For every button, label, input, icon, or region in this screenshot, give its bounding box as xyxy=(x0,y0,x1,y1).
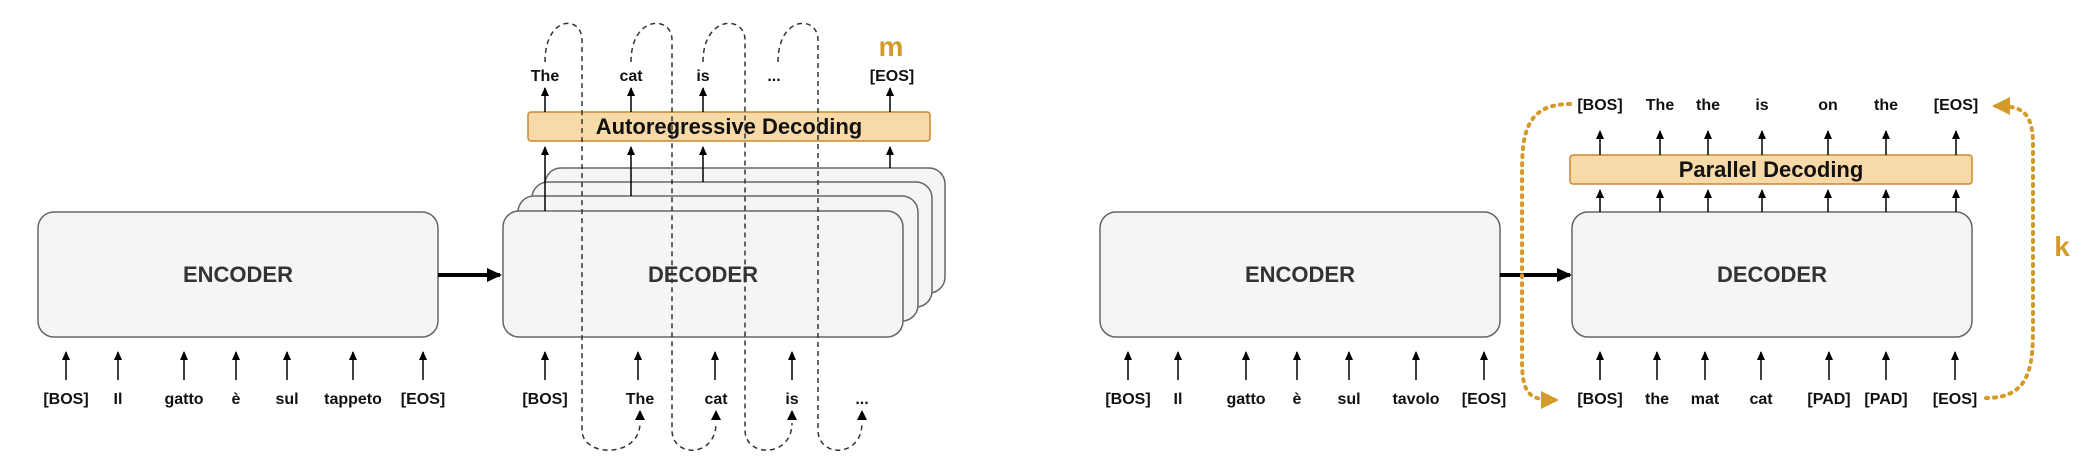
left-decoder-label: DECODER xyxy=(648,262,758,287)
left-feedback-arrowheads xyxy=(635,410,867,420)
right-decoder-input-token: [BOS] xyxy=(1577,391,1622,408)
left-decoder-box xyxy=(502,210,904,338)
right-output-token: is xyxy=(1755,97,1768,114)
right-output-token: [BOS] xyxy=(1577,97,1622,114)
right-encoder-label: ENCODER xyxy=(1245,262,1355,287)
left-outputs: The cat is ... [EOS] xyxy=(531,68,914,112)
left-input-token: è xyxy=(232,391,241,408)
right-decoder-input-token: mat xyxy=(1691,391,1720,408)
left-input-token: tappeto xyxy=(324,391,382,408)
right-decoder-inputs: [BOS] the mat cat [PAD] [PAD] [EOS] xyxy=(1577,351,1977,408)
left-decoder-to-bar-lines xyxy=(541,146,894,211)
right-decoder-input-token: cat xyxy=(1749,391,1773,408)
left-encoder-inputs: [BOS] Il gatto è sul tappeto [EOS] xyxy=(43,351,445,408)
left-encoder-label: ENCODER xyxy=(183,262,293,287)
right-decoder-label: DECODER xyxy=(1717,262,1827,287)
right-input-token: gatto xyxy=(1226,391,1265,408)
right-panel: ENCODER DECODER Parallel Decoding [BOS] … xyxy=(1099,97,2070,409)
left-decoder-input-token: The xyxy=(626,391,655,408)
right-encoder-inputs: [BOS] Il gatto è sul tavolo [EOS] xyxy=(1105,351,1506,408)
left-feedback-loops xyxy=(544,22,863,451)
right-input-token: [BOS] xyxy=(1105,391,1150,408)
right-output-token: the xyxy=(1874,97,1898,114)
right-outputs: [BOS] The the is on the [EOS] xyxy=(1577,97,1978,155)
left-output-token: The xyxy=(531,68,560,85)
right-decoder-to-bar-lines xyxy=(1596,189,1960,212)
autoregressive-decoding-bar xyxy=(527,111,931,142)
left-input-token: gatto xyxy=(164,391,203,408)
left-input-token: sul xyxy=(275,391,298,408)
left-decoder-input-token: cat xyxy=(704,391,728,408)
right-decoder-input-token: the xyxy=(1645,391,1669,408)
left-output-token: [EOS] xyxy=(870,68,914,85)
right-decoder-input-token: [PAD] xyxy=(1864,391,1907,408)
right-decoder-box xyxy=(1571,211,1973,338)
right-input-token: [EOS] xyxy=(1462,391,1506,408)
left-input-token: Il xyxy=(114,391,123,408)
left-output-token: ... xyxy=(767,68,780,85)
right-output-token: [EOS] xyxy=(1934,97,1978,114)
right-output-token: the xyxy=(1696,97,1720,114)
right-input-token: sul xyxy=(1337,391,1360,408)
left-decoder-inputs: [BOS] The cat is ... xyxy=(522,351,869,408)
parallel-decoding-label: Parallel Decoding xyxy=(1679,157,1864,182)
right-decoder-input-token: [PAD] xyxy=(1807,391,1850,408)
right-decoder-input-token: [EOS] xyxy=(1933,391,1977,408)
parallel-decoding-bar xyxy=(1569,154,1973,185)
left-iterations-label: m xyxy=(879,31,904,62)
right-refinement-loops xyxy=(1520,97,2035,409)
right-output-token: on xyxy=(1818,97,1838,114)
right-input-token: tavolo xyxy=(1392,391,1439,408)
right-input-token: Il xyxy=(1174,391,1183,408)
left-decoder-input-token: is xyxy=(785,391,798,408)
right-output-token: The xyxy=(1646,97,1675,114)
right-input-token: è xyxy=(1293,391,1302,408)
autoregressive-decoding-label: Autoregressive Decoding xyxy=(596,114,863,139)
right-iterations-label: k xyxy=(2054,231,2070,262)
left-output-token: is xyxy=(696,68,709,85)
left-decoder-input-token: ... xyxy=(855,391,868,408)
left-output-token: cat xyxy=(619,68,643,85)
left-decoder-input-token: [BOS] xyxy=(522,391,567,408)
left-input-token: [BOS] xyxy=(43,391,88,408)
left-panel: ENCODER DECODER Autoregressive Decoding … xyxy=(37,22,946,451)
left-input-token: [EOS] xyxy=(401,391,445,408)
